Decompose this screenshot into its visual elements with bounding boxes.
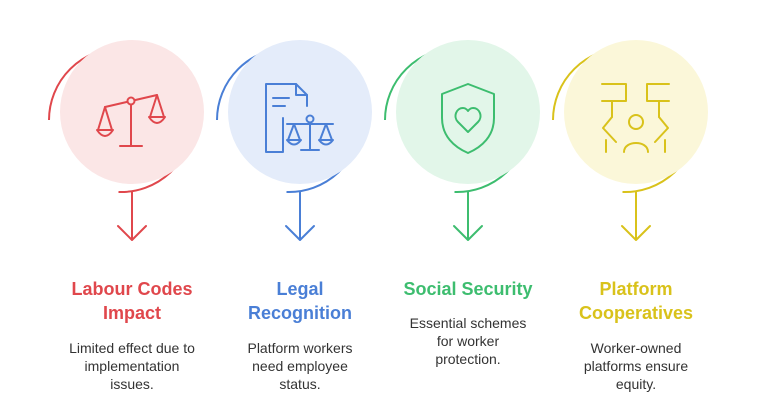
stage-4-arrow-icon — [621, 225, 651, 241]
stage-4 — [552, 40, 708, 241]
stage-3-description: Essential schemes for worker protection. — [409, 315, 527, 367]
stage-2-arrow-icon — [285, 225, 315, 241]
stage-3-circle — [396, 40, 540, 184]
shield-heart-icon — [441, 83, 495, 154]
workers-with-signs-icon — [601, 83, 670, 153]
balance-scale-icon — [96, 94, 166, 147]
stage-1-description: Limited effect due to implementation iss… — [69, 340, 195, 392]
stage-2 — [216, 40, 372, 241]
stage-4-title: Platform Cooperatives — [578, 279, 694, 323]
stage-3 — [384, 40, 540, 241]
legal-document-scale-icon — [265, 83, 334, 153]
stage-3-arrow-icon — [453, 225, 483, 241]
stage-1 — [48, 40, 204, 241]
stage-1-arrow-icon — [117, 225, 147, 241]
stage-2-title: Legal Recognition — [248, 279, 352, 323]
stage-2-description: Platform workers need employee status. — [247, 340, 353, 392]
stage-3-title: Social Security — [403, 279, 533, 299]
stage-4-description: Worker-owned platforms ensure equity. — [583, 340, 689, 392]
stage-2-circle — [228, 40, 372, 184]
stage-4-circle — [564, 40, 708, 184]
stage-1-title: Labour Codes Impact — [71, 279, 193, 323]
